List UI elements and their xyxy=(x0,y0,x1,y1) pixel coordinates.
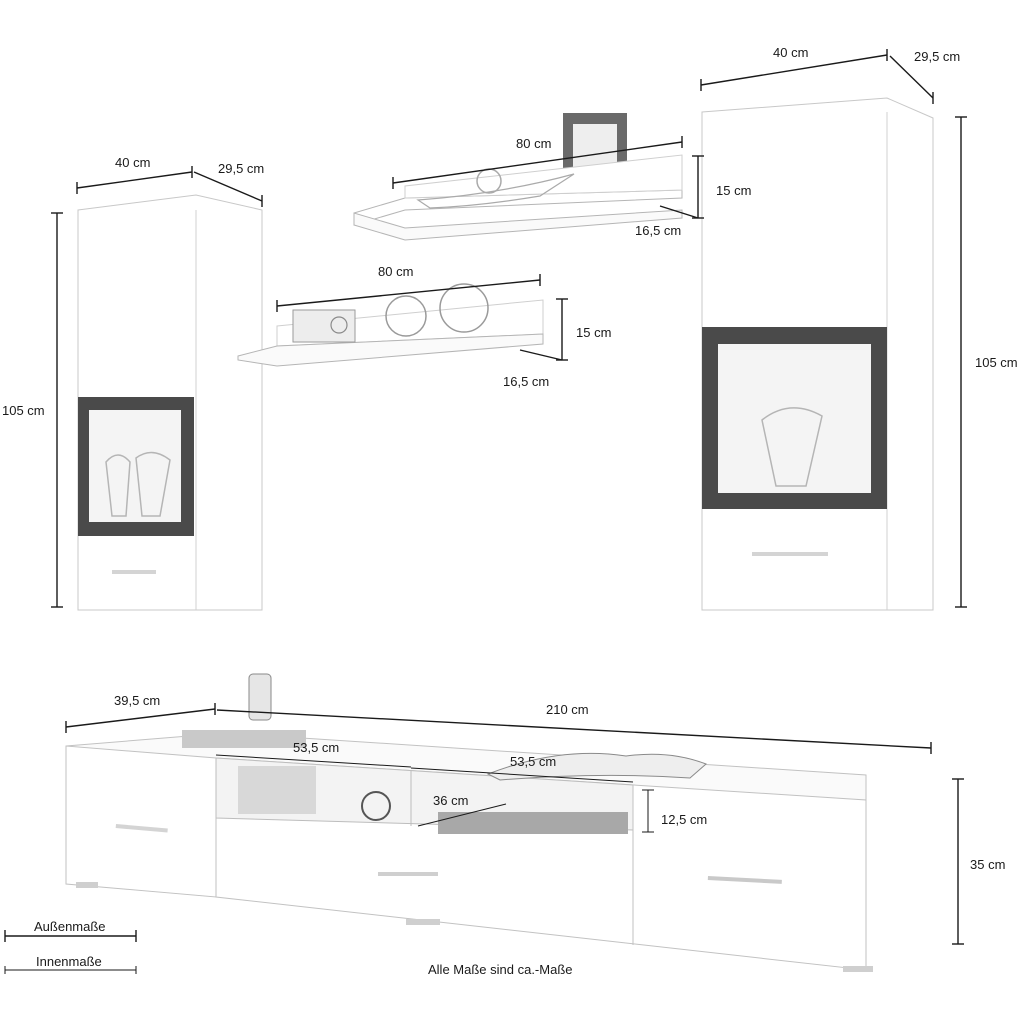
lower-shelf-height-label: 15 cm xyxy=(576,325,612,340)
tv-board xyxy=(65,673,873,972)
right-cabinet-handle xyxy=(752,552,828,556)
left-cabinet-width-line xyxy=(76,171,193,189)
upper-shelf-depth-line xyxy=(659,205,699,219)
left-cabinet-vase-icon xyxy=(135,451,171,517)
upper-shelf-depth-label: 16,5 cm xyxy=(635,223,682,238)
radio-icon xyxy=(292,309,356,343)
right-cabinet-height-label: 105 cm xyxy=(975,355,1018,370)
tv-board-foot xyxy=(76,882,98,888)
tv-board-niche-depth-label: 36 cm xyxy=(433,793,469,808)
radio-knob-icon xyxy=(330,316,348,334)
right-cabinet-vase-icon xyxy=(761,407,823,487)
upper-shelf xyxy=(353,113,683,241)
tv-board-height-label: 35 cm xyxy=(970,857,1006,872)
books-icon xyxy=(238,766,316,814)
decor-ball-icon xyxy=(385,295,427,337)
right-cabinet-glass xyxy=(718,344,871,493)
legend-outer-label: Außenmaße xyxy=(34,919,106,934)
tv-board-width-label: 210 cm xyxy=(546,702,589,717)
lower-shelf xyxy=(237,283,544,367)
lower-shelf-board xyxy=(237,333,544,367)
tv-board-handle xyxy=(115,823,168,833)
right-cabinet-width-line xyxy=(700,54,888,86)
tv-board-niche-depth-line xyxy=(417,803,507,827)
left-cabinet-width-label: 40 cm xyxy=(115,155,151,170)
upper-shelf-back xyxy=(404,154,683,199)
lower-shelf-width-line xyxy=(276,279,541,307)
upper-shelf-width-label: 80 cm xyxy=(516,136,552,151)
left-cabinet-height-label: 105 cm xyxy=(2,403,45,418)
tv-board-right-niche-label: 53,5 cm xyxy=(510,754,557,769)
upper-shelf-width-line xyxy=(392,141,683,184)
upper-shelf-height-label: 15 cm xyxy=(716,183,752,198)
tv-board-foot xyxy=(843,966,873,972)
tv-board-right-niche-line xyxy=(410,767,634,783)
tv-board-niche-height-label: 12,5 cm xyxy=(661,812,708,827)
right-cabinet-depth-label: 29,5 cm xyxy=(914,49,961,64)
lower-shelf-depth-line xyxy=(519,349,563,361)
dvd-player-icon xyxy=(438,812,628,834)
tv-board-width-line xyxy=(216,709,932,749)
footnote: Alle Maße sind ca.-Maße xyxy=(428,962,573,977)
lower-shelf-width-label: 80 cm xyxy=(378,264,414,279)
decor-ball-icon xyxy=(439,283,489,333)
left-cabinet-glass xyxy=(89,410,181,522)
tv-board-left-niche-label: 53,5 cm xyxy=(293,740,340,755)
lower-shelf-depth-label: 16,5 cm xyxy=(503,374,550,389)
tv-board-foot xyxy=(406,919,440,925)
tv-board-handle xyxy=(707,876,782,884)
right-cabinet-width-label: 40 cm xyxy=(773,45,809,60)
open-magazine-icon xyxy=(486,752,707,781)
upper-shelf-board xyxy=(353,209,683,241)
left-cabinet-handle xyxy=(112,570,156,574)
left-cabinet xyxy=(77,194,263,611)
dimension-lines xyxy=(4,49,967,974)
tv-board-left-niche-line xyxy=(215,754,412,768)
tv-board-depth-label: 39,5 cm xyxy=(114,693,161,708)
left-cabinet-depth-label: 29,5 cm xyxy=(218,161,265,176)
decor-bowl-icon xyxy=(416,173,575,209)
tv-board-left-door xyxy=(65,745,217,898)
headphones-icon xyxy=(361,791,391,821)
tv-board-handle xyxy=(378,872,438,876)
legend-inner-label: Innenmaße xyxy=(36,954,102,969)
left-cabinet-depth-line xyxy=(193,171,263,202)
right-cabinet-depth-line xyxy=(889,55,934,99)
phone-icon xyxy=(248,673,272,721)
tv-board-depth-line xyxy=(65,708,216,728)
left-cabinet-vase-icon xyxy=(105,454,131,517)
right-cabinet xyxy=(701,97,934,611)
book-stack-icon xyxy=(182,730,306,748)
